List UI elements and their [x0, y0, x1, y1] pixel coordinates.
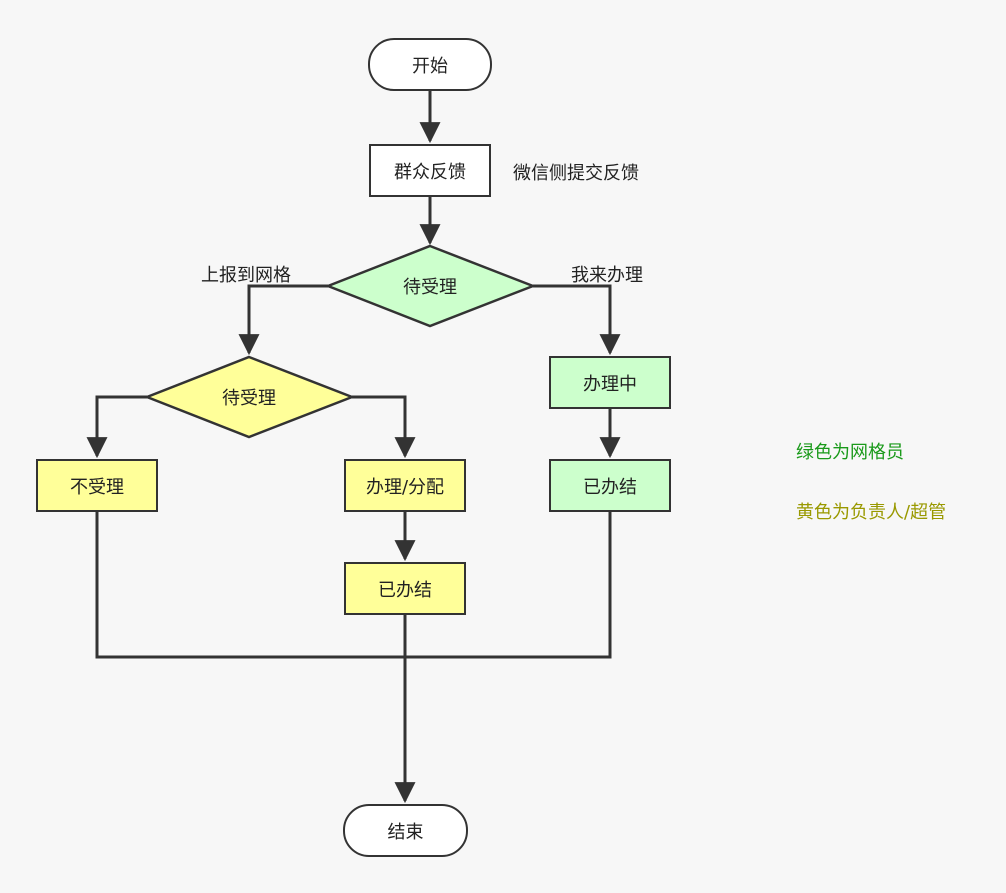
done-right-label: 已办结 [583, 476, 637, 498]
legend-yellow: 黄色为负责人/超管 [796, 502, 947, 523]
edge-i-handle [533, 284, 621, 356]
report-grid-label: 上报到网格 [201, 265, 291, 286]
decision-pending-top[interactable]: 待受理 [324, 244, 537, 328]
in-progress-node[interactable]: 办理中 [549, 356, 671, 409]
wechat-submit-label: 微信侧提交反馈 [513, 163, 639, 184]
done-middle-node[interactable]: 已办结 [344, 562, 466, 615]
done-middle-label: 已办结 [378, 579, 432, 601]
done-right-node[interactable]: 已办结 [549, 459, 671, 512]
legend-green: 绿色为网格员 [796, 442, 904, 463]
end-label: 结束 [387, 821, 424, 843]
not-accepted-node[interactable]: 不受理 [36, 459, 158, 512]
start-node[interactable]: 开始 [368, 38, 492, 91]
in-progress-label: 办理中 [583, 373, 637, 395]
i-handle-label: 我来办理 [571, 265, 643, 286]
edge-to-not-accepted [86, 395, 147, 459]
handle-assign-label: 办理/分配 [365, 476, 445, 498]
start-label: 开始 [412, 55, 448, 77]
decision-pending-left[interactable]: 待受理 [143, 355, 356, 439]
not-accepted-label: 不受理 [70, 476, 124, 498]
edge-merge-bottom [95, 511, 612, 659]
decision-pending-left-label: 待受理 [222, 388, 276, 409]
end-node[interactable]: 结束 [343, 804, 468, 857]
feedback-label: 群众反馈 [394, 161, 466, 183]
feedback-node[interactable]: 群众反馈 [369, 144, 491, 197]
edge-report-grid [238, 284, 328, 356]
edge-to-handle-assign [352, 395, 416, 459]
decision-pending-top-label: 待受理 [403, 277, 457, 298]
handle-assign-node[interactable]: 办理/分配 [344, 459, 466, 512]
